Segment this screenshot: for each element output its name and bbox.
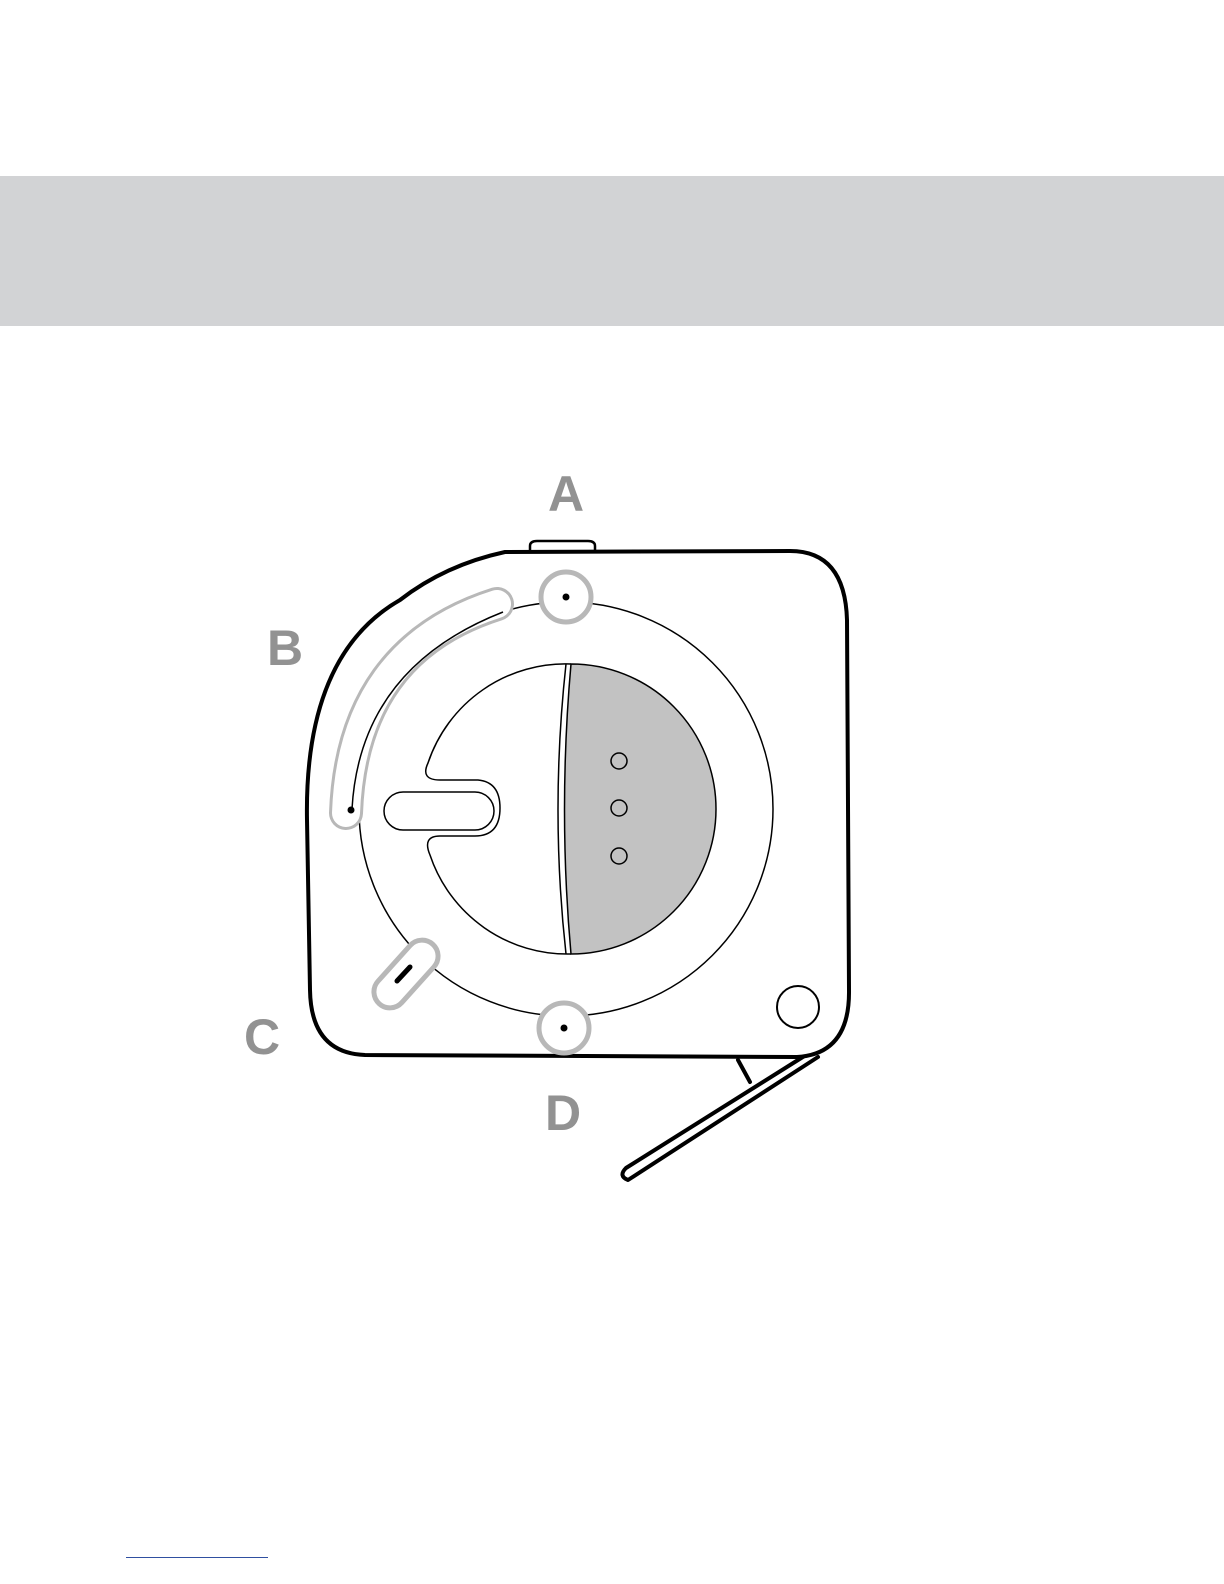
horizontal-slot: [384, 792, 494, 830]
hole-middle: [611, 800, 627, 816]
hole-bottom: [611, 848, 627, 864]
tape-blade: [622, 1055, 818, 1180]
label-c: C: [244, 1009, 280, 1065]
label-d: D: [545, 1085, 581, 1141]
label-a: A: [548, 466, 584, 522]
callout-a-marker: [541, 572, 591, 622]
lock-button: [777, 986, 819, 1028]
callout-d-marker: [539, 1003, 589, 1053]
hole-top: [611, 753, 627, 769]
footnote-rule: [126, 1557, 268, 1558]
label-b: B: [267, 620, 303, 676]
